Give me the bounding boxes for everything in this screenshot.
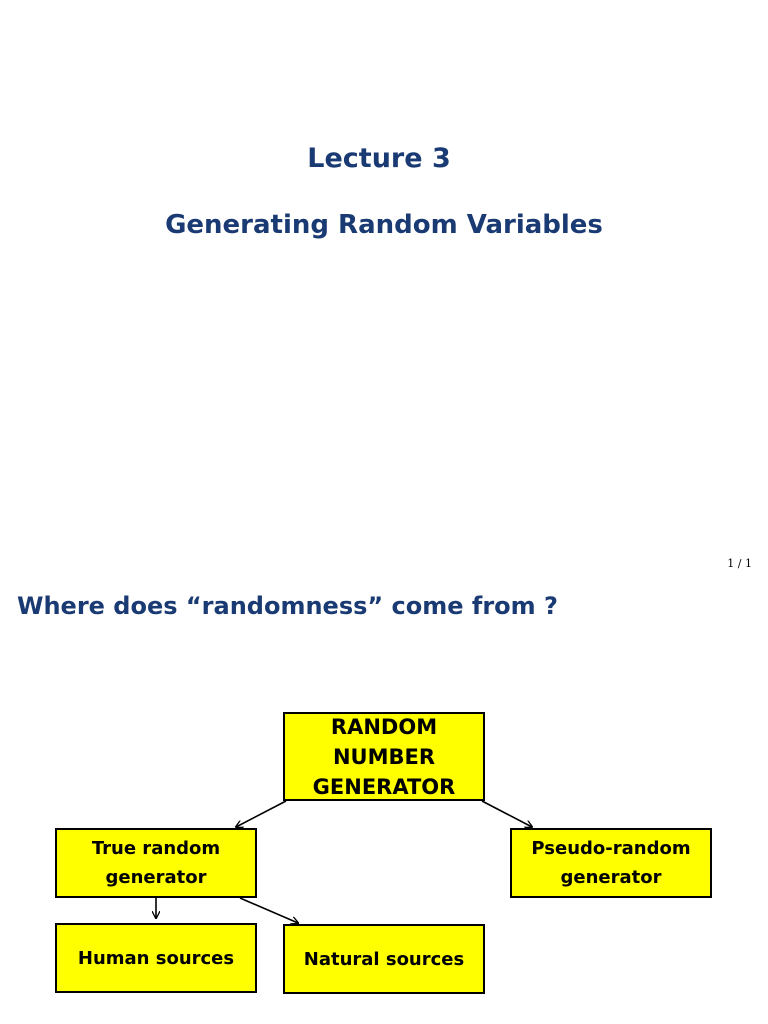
- true-random-generator-box: True random generator: [55, 828, 257, 898]
- lecture-number: Lecture 3: [307, 143, 451, 174]
- random-number-generator-box: RANDOM NUMBER GENERATOR: [283, 712, 485, 801]
- content-slide: Where does “randomness” come from ? RAND…: [0, 580, 768, 1024]
- page-number: 1 / 1: [727, 557, 752, 570]
- human-sources-box: Human sources: [55, 923, 257, 993]
- natural-sources-box: Natural sources: [283, 924, 485, 994]
- slide-title: Where does “randomness” come from ?: [17, 592, 558, 620]
- pseudo-random-generator-box: Pseudo-random generator: [510, 828, 712, 898]
- diagram-arrows: [0, 800, 768, 1024]
- lecture-title: Generating Random Variables: [165, 210, 603, 240]
- arrow-root-to-true-random: [236, 800, 287, 827]
- title-slide: Lecture 3 Generating Random Variables: [165, 143, 603, 240]
- arrow-root-to-pseudo-random: [481, 800, 532, 827]
- arrow-true-random-to-natural-sources: [239, 897, 298, 923]
